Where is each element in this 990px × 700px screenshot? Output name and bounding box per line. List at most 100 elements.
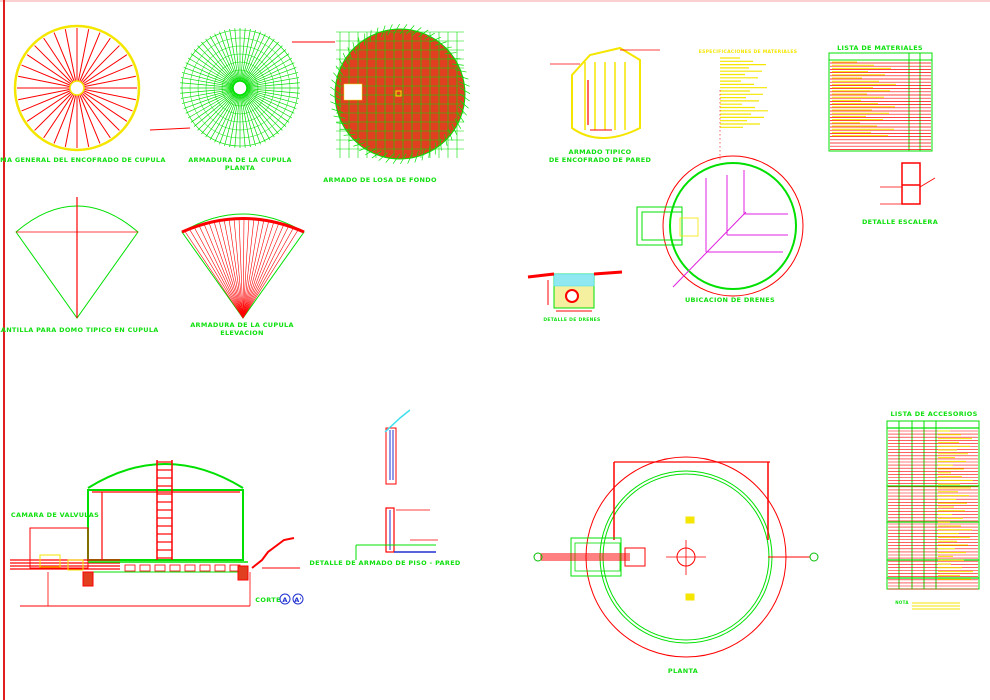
slab-rebar-section: [154, 564, 166, 572]
slab-hook: [459, 87, 471, 94]
plan-vent: [685, 593, 695, 601]
slab-hook: [399, 24, 408, 35]
elevation-rebar: [218, 220, 244, 319]
slab-hook: [418, 29, 429, 38]
slab-hook: [444, 134, 448, 146]
formwork-rib: [26, 87, 78, 122]
rebar-ring: [213, 61, 267, 115]
title-lista-accesorios: LISTA DE ACCESORIOS: [890, 410, 977, 418]
leader: [919, 177, 936, 188]
leader: [149, 127, 191, 131]
slab-hook: [342, 52, 349, 65]
formwork-rib: [76, 29, 90, 89]
rebar-ring: [189, 37, 291, 139]
title-detalle-escalera: DETALLE ESCALERA: [862, 218, 938, 226]
title-armadura-elevacion: ARMADURA DE LA CUPULA: [190, 321, 294, 329]
elevation-rebar: [242, 226, 295, 319]
formwork-rib: [76, 87, 90, 147]
elevation-rebar: [242, 223, 285, 319]
title-planta: PLANTA: [668, 667, 698, 675]
slab-hook: [381, 25, 386, 38]
section-a-prime-label: A': [294, 596, 302, 604]
elevation-rebar: [242, 218, 250, 319]
section-a-label: A: [282, 596, 287, 604]
title-armado-losa: ARMADO DE LOSA DE FONDO: [323, 176, 437, 184]
slab-hook: [329, 94, 341, 101]
slab-hook: [336, 122, 349, 125]
plan-manhole: [624, 547, 646, 567]
elevation-rebar: [213, 221, 244, 319]
slab-hook: [454, 69, 467, 73]
formwork-rib: [21, 87, 78, 112]
ladder-detail: [901, 162, 921, 205]
slab-hook: [358, 37, 361, 50]
formwork-rib: [53, 32, 78, 89]
slab-hook: [343, 133, 356, 136]
subtitle-planta: PLANTA: [225, 164, 255, 172]
wall-top-chamfer: [384, 409, 411, 433]
elevation-rebar: [188, 228, 244, 319]
slab-hook: [392, 153, 401, 164]
formwork-rib: [76, 32, 101, 89]
slab-hook: [348, 138, 360, 142]
slab-hook: [451, 63, 464, 66]
formwork-rib: [64, 29, 78, 89]
slab-hook: [375, 27, 379, 40]
slab-hook: [347, 47, 352, 59]
footing: [237, 565, 249, 581]
ground-line: [527, 270, 623, 279]
slab-hook: [352, 42, 356, 54]
slab-rebar-section: [139, 564, 151, 572]
elevation-rebar: [238, 218, 244, 319]
slab-hook: [365, 148, 376, 156]
drain-pipe: [565, 289, 579, 303]
elevation-rebar: [242, 225, 290, 319]
section-dome: [87, 463, 244, 489]
plan-section-marker-a-prime: [809, 552, 819, 562]
title-armado-tipico: ARMADO TIPICO: [569, 148, 632, 156]
rebar-crown: [232, 80, 248, 96]
slab-hook: [335, 65, 344, 76]
slab-hook: [454, 118, 462, 129]
slab-hook: [412, 27, 422, 36]
rebar-ring: [229, 77, 251, 99]
drain-plan-wall: [669, 162, 797, 290]
elevation-rebar: [242, 218, 260, 319]
slab-hook: [331, 79, 341, 88]
formwork-rib: [76, 54, 128, 89]
elevation-rebar: [242, 222, 280, 319]
slab-hook: [421, 148, 425, 161]
elevation-rebar: [242, 220, 270, 319]
formwork-rib: [76, 87, 101, 144]
formwork-rib: [76, 37, 111, 89]
drain-gravel: [553, 273, 595, 287]
title-plantilla-domo: PLANTILLA PARA DOMO TIPICO EN CUPULA: [0, 326, 159, 334]
rebar-ring: [205, 53, 275, 123]
elevation-rebar: [183, 229, 244, 319]
valve: [67, 559, 84, 571]
drain-plan-outer: [662, 155, 804, 297]
section-marker-a: [279, 593, 291, 605]
dome-crown: [69, 80, 85, 96]
slab-hook: [333, 72, 342, 82]
wall-detail-base: [385, 507, 395, 553]
formwork-rib: [21, 64, 78, 89]
slab-hook: [387, 24, 393, 36]
drain-diagonal: [672, 211, 747, 288]
formwork-rib: [76, 87, 120, 131]
plan-vent: [685, 516, 695, 524]
nota-label: NOTA: [895, 600, 909, 605]
formwork-rib: [18, 87, 78, 101]
section-tank-wall: [87, 489, 244, 561]
plan-section-marker-a: [533, 552, 543, 562]
slab-opening: [343, 83, 363, 101]
slab-hook: [378, 152, 388, 161]
elevation-rebar: [223, 219, 244, 319]
elevation-rebar: [228, 218, 244, 319]
valve: [39, 554, 61, 568]
slab-hook: [444, 52, 457, 55]
subtitle-elevacion: ELEVACION: [220, 329, 264, 337]
elevation-rebar: [242, 221, 275, 319]
